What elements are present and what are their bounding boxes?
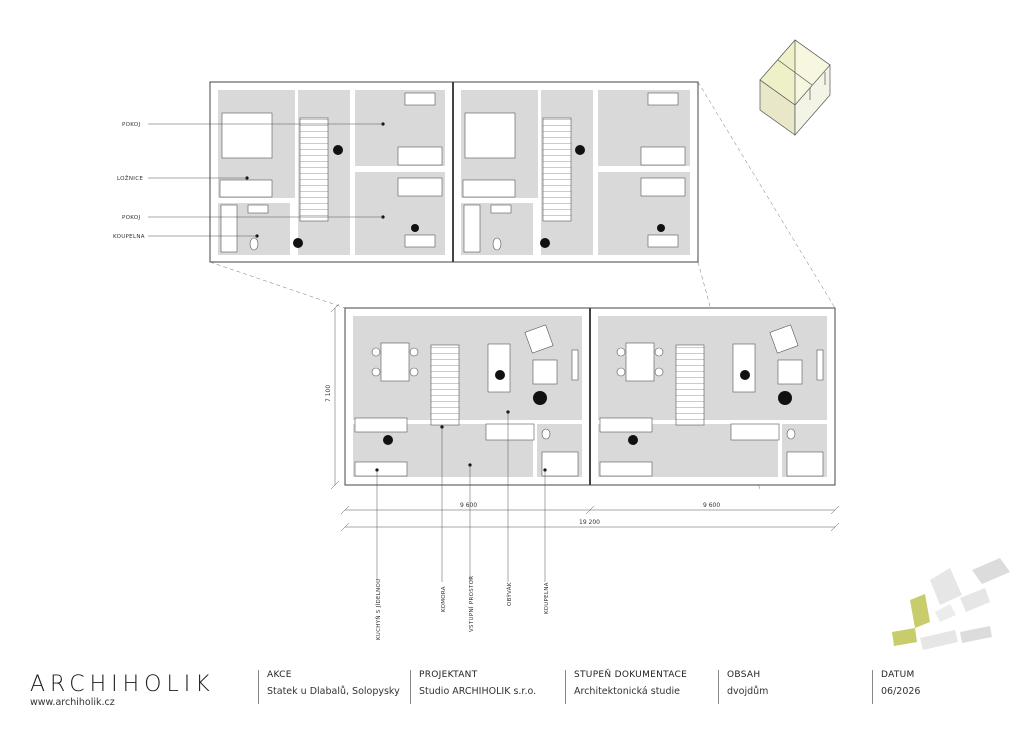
shower bbox=[220, 204, 238, 253]
label-koupelna-lower: KOUPELNA bbox=[544, 582, 550, 614]
column-projektant: PROJEKTANT Studio ARCHIHOLIK s.r.o. bbox=[410, 670, 536, 704]
column-value: dvojdům bbox=[727, 686, 769, 697]
label-pokoj-2: POKOJ bbox=[122, 215, 140, 221]
website-url[interactable]: www.archiholik.cz bbox=[30, 697, 115, 708]
logo: ARCHIHOLIK bbox=[30, 672, 215, 697]
column-value: Studio ARCHIHOLIK s.r.o. bbox=[419, 686, 537, 697]
site-map-icon bbox=[892, 558, 1010, 650]
column-datum: DATUM 06/2026 bbox=[872, 670, 920, 704]
toilet bbox=[249, 237, 259, 251]
column-value: Statek u Dlabalů, Solopysky bbox=[267, 686, 400, 697]
column-value: 06/2026 bbox=[881, 686, 921, 697]
dim-total: 19 200 bbox=[579, 519, 600, 526]
dining-table bbox=[380, 342, 410, 382]
single-bed bbox=[397, 146, 443, 166]
upper-unit-left bbox=[218, 90, 445, 255]
ground-unit-right bbox=[598, 316, 827, 477]
title-block: ARCHIHOLIK www.archiholik.cz AKCE Statek… bbox=[0, 664, 1024, 731]
dim-width-right: 9 600 bbox=[703, 502, 720, 509]
dim-height: 7 100 bbox=[325, 385, 332, 402]
armchair bbox=[524, 324, 554, 354]
label-kuchyn: KUCHYŇ S JÍDELNOU bbox=[375, 578, 382, 640]
column-value: Architektonická studie bbox=[574, 686, 680, 697]
column-heading: PROJEKTANT bbox=[419, 670, 478, 680]
upper-floor-plan: POKOJ LOŽNICE POKOJ KOUPELNA bbox=[113, 81, 699, 263]
desk bbox=[404, 234, 436, 248]
label-loznice: LOŽNICE bbox=[117, 174, 143, 182]
label-obyvak: OBÝVÁK bbox=[506, 582, 513, 606]
dim-width-left: 9 600 bbox=[460, 502, 477, 509]
column-heading: DATUM bbox=[881, 670, 915, 680]
dimension-lines bbox=[330, 303, 840, 532]
kitchen-counter bbox=[354, 417, 408, 433]
label-komora: KOMORA bbox=[441, 586, 447, 612]
single-bed bbox=[397, 177, 443, 197]
wardrobe bbox=[219, 179, 273, 198]
column-obsah: OBSAH dvojdům bbox=[718, 670, 768, 704]
lower-leaders bbox=[376, 412, 546, 582]
ground-floor-plan: 7 100 9 600 9 600 19 200 KUCHYŇ S JÍDELN… bbox=[325, 303, 840, 640]
staircase bbox=[299, 117, 329, 222]
column-akce: AKCE Statek u Dlabalů, Solopysky bbox=[258, 670, 400, 704]
double-bed bbox=[221, 112, 273, 159]
sofa bbox=[487, 343, 511, 393]
upper-leaders bbox=[148, 123, 383, 237]
column-stupen: STUPEŇ DOKUMENTACE Architektonická studi… bbox=[565, 670, 687, 704]
label-pokoj-1: POKOJ bbox=[122, 122, 140, 128]
house-axonometry-icon bbox=[759, 39, 831, 136]
label-koupelna-upper: KOUPELNA bbox=[113, 234, 145, 240]
coffee-table bbox=[532, 359, 558, 385]
column-heading: STUPEŇ DOKUMENTACE bbox=[574, 670, 688, 680]
column-heading: AKCE bbox=[267, 670, 292, 680]
shower-ground bbox=[541, 451, 579, 477]
ground-unit-left bbox=[353, 316, 582, 477]
column-heading: OBSAH bbox=[727, 670, 761, 680]
staircase-ground bbox=[430, 344, 460, 426]
label-vstupni: VSTUPNÍ PROSTOR bbox=[468, 576, 475, 632]
upper-unit-right bbox=[461, 90, 690, 255]
desk bbox=[404, 92, 436, 106]
